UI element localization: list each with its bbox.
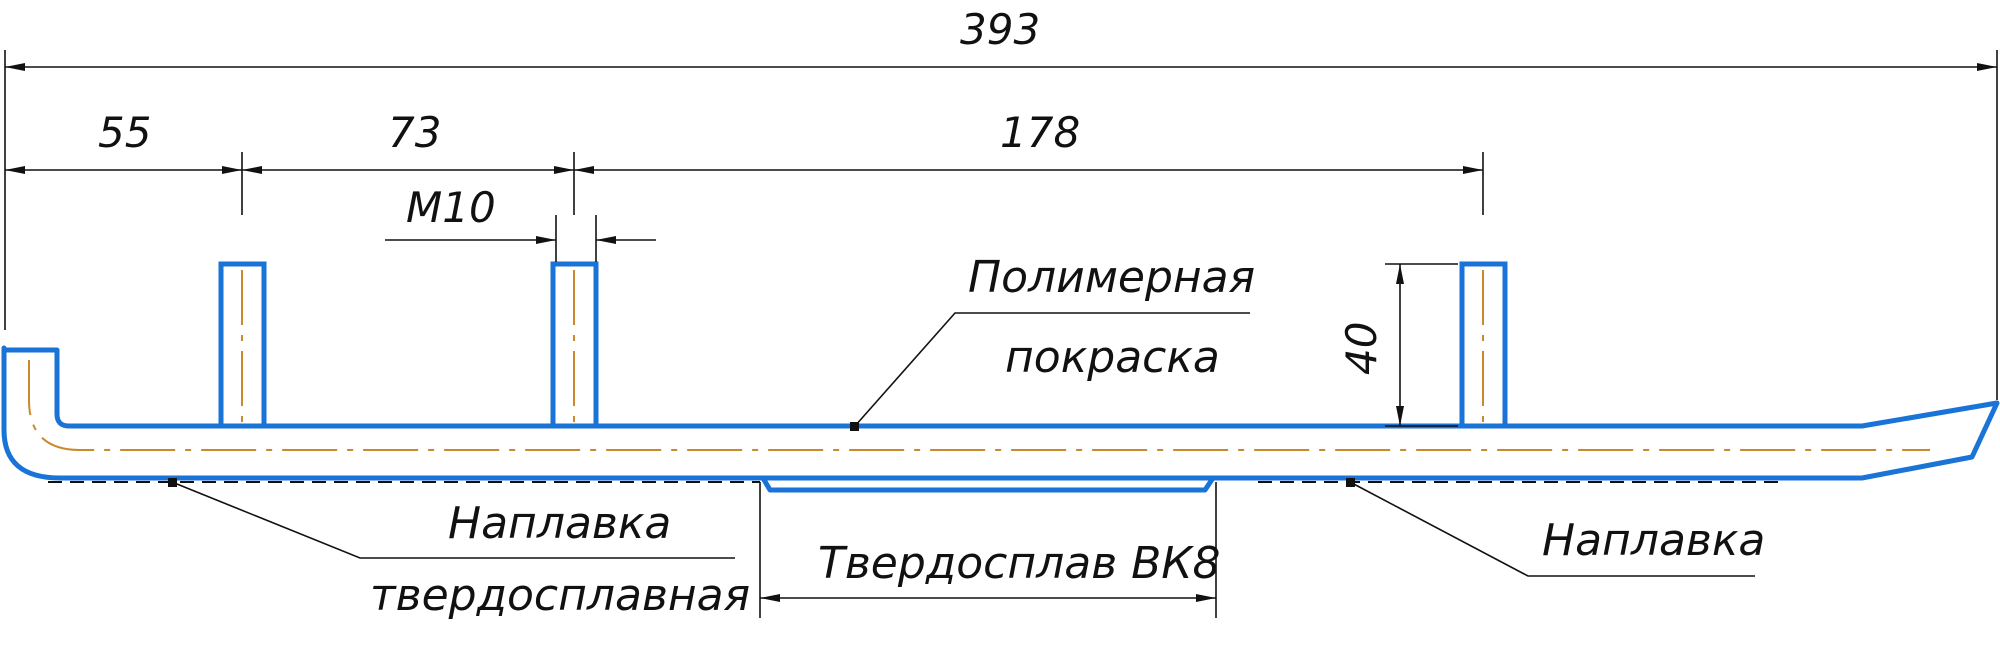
- runner-body: [1, 345, 2000, 493]
- dim-overall-label: 393: [960, 5, 1040, 54]
- carbide-insert-outline: [760, 476, 1216, 493]
- runner-outline: [1, 345, 2000, 481]
- note-hardfacing-right: Наплавка: [1542, 515, 1765, 566]
- note-hardfacing-left-line1: Наплавка: [448, 498, 671, 549]
- centerlines: [28, 270, 1930, 451]
- dim-thread-label: M10: [406, 183, 496, 232]
- stud-left: [218, 261, 267, 429]
- mounting-studs: [218, 261, 1508, 429]
- note-coating-line2: покраска: [1005, 332, 1220, 383]
- dim-seg2-label: 73: [388, 108, 441, 157]
- dimension-lines: [5, 63, 1997, 602]
- leader-coating: [854, 312, 1250, 427]
- leader-hardfacing-left: [171, 481, 735, 559]
- note-hardfacing-left-line2: твердосплавная: [370, 570, 750, 621]
- leader-dots: [168, 422, 1355, 487]
- leader-hardfacing-right: [1349, 481, 1755, 577]
- leader-lines: [171, 312, 1755, 577]
- note-carbide: Твердосплав ВК8: [818, 538, 1221, 589]
- dim-seg1-label: 55: [98, 108, 151, 157]
- centerline-main: [28, 360, 1930, 451]
- stud-right: [1459, 261, 1508, 429]
- dim-height-label: 40: [1337, 322, 1386, 375]
- note-coating-line1: Полимерная: [968, 252, 1255, 303]
- dim-seg3-label: 178: [1000, 108, 1080, 157]
- stud-middle: [550, 261, 599, 429]
